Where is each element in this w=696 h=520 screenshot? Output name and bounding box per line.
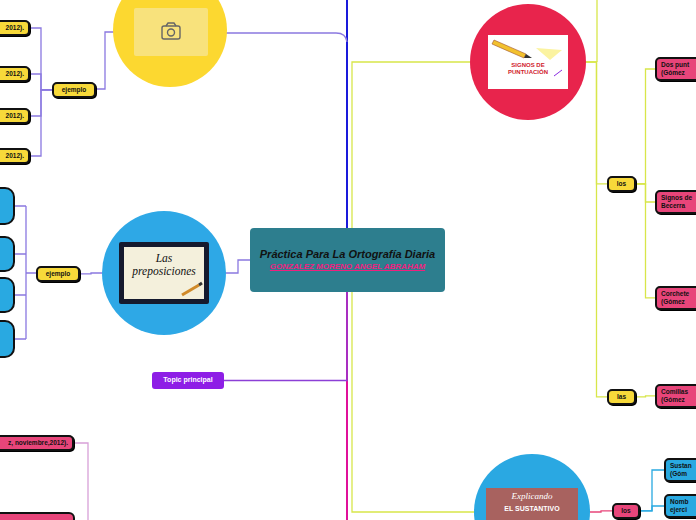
connector: [590, 511, 612, 512]
subtopic-box: Corchete (Gómez: [655, 286, 696, 310]
citation-box: z, noviembre,2012).: [0, 435, 74, 451]
node-subtext: GONZALEZ MORENO ANGEL ABRAHAM: [270, 262, 425, 272]
highlight-shape: [536, 48, 562, 60]
node-text: 2012).: [0, 24, 24, 32]
picture-paper: [124, 247, 204, 299]
example-box: [0, 237, 14, 271]
connector: [30, 28, 52, 90]
topic-circle: Explicando EL SUSTANTIVO: [474, 454, 590, 520]
connector-label-box: los: [607, 176, 636, 192]
connector-label-box: ejemplo: [52, 82, 96, 98]
node-text: Comillas (Gómez: [661, 388, 696, 404]
topic-circle: [470, 4, 586, 120]
node-text: Sustan (Góm: [670, 462, 696, 478]
connector: [30, 90, 52, 156]
branch-line: [74, 443, 88, 520]
node-text: Nomb ejerci: [670, 498, 696, 514]
topic-circle: [102, 211, 226, 335]
subtopic-box: Nomb ejerci: [664, 494, 696, 518]
citation-box: [0, 513, 74, 520]
node-text: Explicando: [488, 491, 576, 502]
example-box: [0, 321, 14, 357]
central-topic: Práctica Para La Ortografía DiariaGONZAL…: [250, 228, 445, 292]
connector: [640, 506, 664, 511]
connector: [636, 69, 655, 184]
picture-photo: [486, 488, 578, 520]
subtopic-box: Sustan (Góm: [664, 458, 696, 482]
node-text: z, noviembre,2012).: [0, 439, 68, 447]
node-text: los: [618, 507, 634, 515]
connector: [352, 292, 474, 512]
node-text: 2012).: [0, 70, 24, 78]
branch-line: [596, 0, 597, 62]
citation-box: 2012).: [0, 20, 30, 36]
node-text: Topic principal: [158, 376, 218, 384]
connector-label-box: ejemplo: [36, 266, 80, 282]
connector: [352, 62, 470, 228]
topic-circle: [113, 0, 227, 87]
picture-frame: [119, 242, 209, 304]
pencil: [182, 285, 199, 295]
node-text: Las preposiciones: [126, 252, 202, 278]
spine-line: [346, 0, 348, 228]
topic-circle: SIGNOS DE PUNTUACIÓN: [470, 4, 586, 120]
citation-box: 2012).: [0, 108, 30, 124]
connector-label-box: los: [612, 503, 640, 519]
node-text: Práctica Para La Ortografía Diaria: [260, 248, 435, 261]
pencil-tip: [524, 54, 532, 58]
citation-box: 2012).: [0, 66, 30, 82]
subtopic-box: Signos de Becerra: [655, 190, 696, 214]
connector: [226, 260, 250, 273]
node-text: 2012).: [0, 112, 24, 120]
node-text: Signos de Becerra: [661, 194, 696, 210]
branch-line: [14, 206, 36, 339]
image-placeholder: [134, 8, 208, 56]
pencil: [492, 40, 526, 58]
connector: [586, 62, 607, 397]
pencil-tip: [199, 283, 202, 285]
topic-circle: [474, 454, 590, 520]
node-text: SIGNOS DE PUNTUACIÓN: [500, 62, 556, 76]
node-text: ejemplo: [42, 270, 74, 278]
node-text: los: [613, 180, 630, 188]
example-box: [0, 188, 14, 224]
node-text: las: [613, 393, 630, 401]
connector-label-box: las: [607, 389, 636, 405]
node-subtext: EL SUSTANTIVO: [488, 505, 576, 513]
subtopic-box: Comillas (Gómez: [655, 384, 696, 408]
node-text: Dos punt (Gómez: [661, 61, 696, 77]
node-text: Corchete (Gómez: [661, 290, 696, 306]
subtopic-box: Dos punt (Gómez: [655, 57, 696, 81]
node-text: ejemplo: [58, 86, 90, 94]
connector: [636, 184, 655, 298]
branch-line: [96, 32, 114, 89]
camera-icon: [162, 23, 180, 39]
branch-line: [226, 33, 347, 42]
topic-box: Topic principal: [152, 372, 224, 389]
connector: [640, 470, 664, 511]
connector: [636, 396, 655, 397]
citation-box: 2012).: [0, 148, 30, 164]
example-box: [0, 278, 14, 312]
topic-circle: Las preposiciones: [102, 211, 226, 335]
connector: [30, 74, 52, 90]
node-text: 2012).: [0, 152, 24, 160]
doodle: [554, 70, 562, 76]
connector: [224, 292, 347, 381]
picture-paper: [488, 35, 568, 89]
connector: [80, 272, 102, 274]
